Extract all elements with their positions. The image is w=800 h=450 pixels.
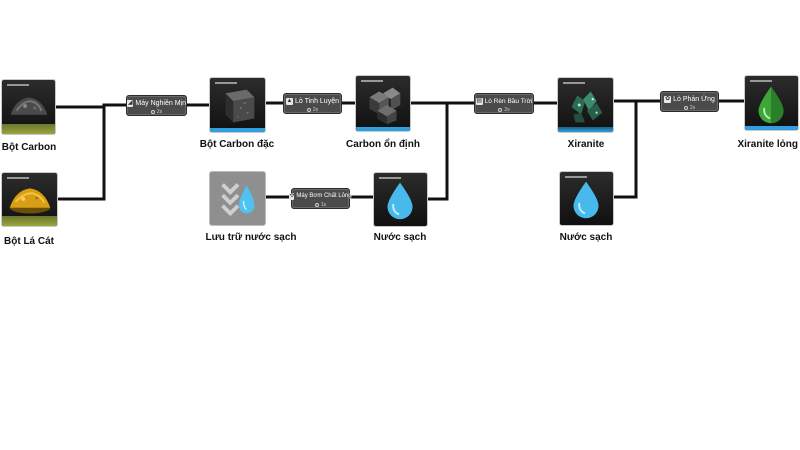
machine-lo-ren-bau-troi[interactable]: ▤Lò Rèn Bầu Trời 2s xyxy=(474,93,534,114)
machine-lo-phan-ung[interactable]: ✿Lò Phản Ứng 2s xyxy=(660,91,719,112)
item-xiranite-long[interactable] xyxy=(744,75,799,131)
item-xiranite[interactable] xyxy=(557,77,614,133)
water-drop-icon xyxy=(573,181,599,219)
liquid-xiranite-drop-icon xyxy=(758,86,784,124)
machine-may-bom-chat-long[interactable]: ✣Máy Bơm Chất Lỏng 1s xyxy=(289,188,352,209)
xiranite-crystal-icon xyxy=(571,91,603,123)
item-bot-carbon[interactable] xyxy=(1,79,56,135)
label-carbon-on-dinh: Carbon ổn định xyxy=(346,139,420,150)
refiner-icon: ▲ xyxy=(286,97,293,105)
label-nuoc-sach-2: Nước sạch xyxy=(559,232,613,243)
machine-lo-tinh-luyen[interactable]: ▲Lò Tinh Luyện 2s xyxy=(283,93,342,114)
clock-icon xyxy=(498,108,503,112)
item-bot-carbon-dac[interactable] xyxy=(209,77,266,133)
item-bot-la-cat[interactable] xyxy=(1,172,58,227)
label-xiranite-long: Xiranite lỏng xyxy=(737,139,798,150)
item-luu-tru-nuoc-sach[interactable] xyxy=(209,171,266,226)
carbon-powder-icon xyxy=(9,97,49,121)
water-drop-icon xyxy=(387,182,413,220)
machine-may-nghien-min[interactable]: ◢Máy Nghiền Mịn 2s xyxy=(126,95,187,116)
clock-icon xyxy=(683,106,688,110)
water-storage-icon xyxy=(221,183,255,217)
label-luu-tru-nuoc-sach: Lưu trữ nước sạch xyxy=(205,232,297,243)
item-nuoc-sach-2[interactable] xyxy=(559,171,614,226)
label-bot-la-cat: Bột Lá Cát xyxy=(4,236,54,247)
dense-carbon-cube-icon xyxy=(225,89,255,123)
grinder-icon: ◢ xyxy=(127,99,134,107)
clock-icon xyxy=(150,110,155,114)
label-xiranite: Xiranite xyxy=(567,139,605,150)
item-carbon-on-dinh[interactable] xyxy=(355,75,411,132)
label-bot-carbon-dac: Bột Carbon đặc xyxy=(199,139,275,150)
reactor-icon: ✿ xyxy=(664,95,672,103)
item-nuoc-sach-1[interactable] xyxy=(373,172,428,227)
forge-icon: ▤ xyxy=(475,97,483,105)
stable-carbon-blocks-icon xyxy=(369,87,401,125)
clock-icon xyxy=(306,108,311,112)
label-bot-carbon: Bột Carbon xyxy=(1,142,57,153)
sand-powder-icon xyxy=(9,188,51,214)
clock-icon xyxy=(314,203,319,207)
pump-icon: ✣ xyxy=(289,192,295,200)
label-nuoc-sach-1: Nước sạch xyxy=(373,232,427,243)
